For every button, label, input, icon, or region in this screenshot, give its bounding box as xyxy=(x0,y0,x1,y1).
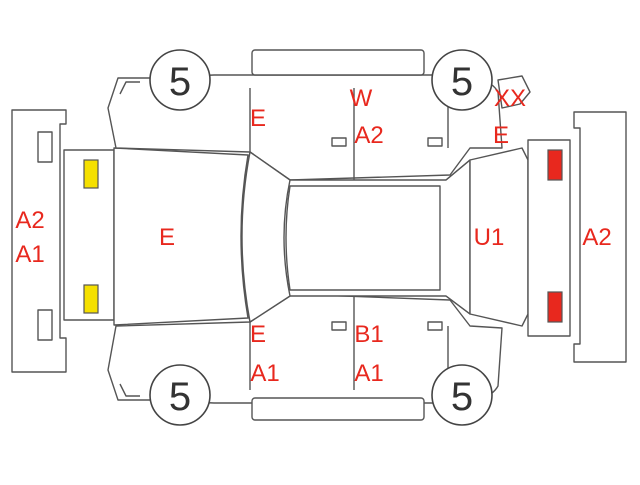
tire-tread-rear-right: 5 xyxy=(451,375,473,419)
code-bottom-front-door-1: E xyxy=(250,321,266,348)
front-left-lamp xyxy=(83,159,99,189)
code-trunk: U1 xyxy=(474,224,505,251)
rear-bumper xyxy=(573,111,627,363)
code-top-rear-fender-2: E xyxy=(493,122,509,149)
rear-left-lamp xyxy=(547,149,563,181)
cabin xyxy=(241,151,471,323)
code-bottom-front-door-2: A1 xyxy=(250,360,279,387)
tire-front-right: 5 xyxy=(149,364,211,426)
tire-tread-rear-left: 5 xyxy=(451,60,473,104)
code-top-rear-door-1: W xyxy=(350,85,373,112)
tire-rear-left: 5 xyxy=(431,49,493,111)
code-hood: E xyxy=(159,224,175,251)
front-lamp-housing xyxy=(63,149,115,321)
front-bumper xyxy=(11,109,67,373)
bottom-running-board xyxy=(251,397,425,421)
code-front-bumper-1: A2 xyxy=(15,207,44,234)
code-bottom-rear-door-2: A1 xyxy=(354,360,383,387)
tire-rear-right: 5 xyxy=(431,364,493,426)
code-bottom-rear-door-1: B1 xyxy=(354,321,383,348)
tire-tread-front-left: 5 xyxy=(169,60,191,104)
top-rear-fender xyxy=(497,75,531,109)
hood xyxy=(113,147,249,326)
top-running-board xyxy=(251,49,425,76)
rear-right-lamp xyxy=(547,291,563,323)
code-front-bumper-2: A1 xyxy=(15,241,44,268)
tire-tread-front-right: 5 xyxy=(169,375,191,419)
code-top-rear-door-2: A2 xyxy=(354,122,383,149)
code-rear-bumper: A2 xyxy=(582,224,611,251)
tire-front-left: 5 xyxy=(149,49,211,111)
front-right-lamp xyxy=(83,284,99,314)
code-top-front-door: E xyxy=(250,105,266,132)
code-top-rear-fender-1: XX xyxy=(494,85,526,112)
rear-lamp-housing xyxy=(527,139,571,337)
